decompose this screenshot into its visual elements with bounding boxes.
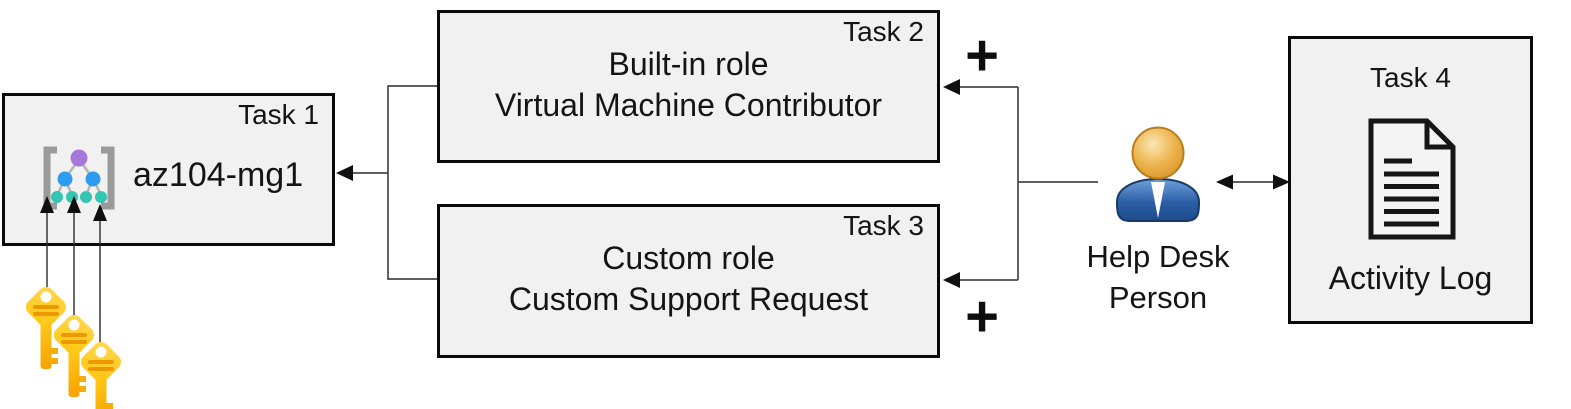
arrowhead-to-task3 bbox=[943, 272, 960, 288]
help-desk-person: Help Desk Person bbox=[1048, 124, 1268, 318]
activity-log-caption: Activity Log bbox=[1328, 260, 1493, 296]
task2-role-name: Virtual Machine Contributor bbox=[494, 86, 883, 123]
task3-role-type: Custom role bbox=[602, 240, 775, 276]
task2-role-text: Built-in role Virtual Machine Contributo… bbox=[440, 11, 937, 158]
task2-label: Task 2 bbox=[843, 16, 924, 47]
arrowhead-to-task1 bbox=[336, 165, 353, 181]
key-icon-3 bbox=[77, 338, 125, 409]
task4-box: Task 4 Activity Log bbox=[1288, 36, 1533, 324]
management-group-icon bbox=[43, 146, 115, 210]
task4-label: Task 4 bbox=[1370, 62, 1451, 93]
person-label: Help Desk Person bbox=[1087, 236, 1230, 318]
person-label-line2: Person bbox=[1108, 280, 1208, 315]
task3-box: Task 3 Custom role Custom Support Reques… bbox=[437, 204, 940, 358]
key-icon-2 bbox=[50, 311, 98, 397]
task3-label: Task 3 bbox=[843, 210, 924, 241]
task2-role-type: Built-in role bbox=[608, 45, 769, 82]
plus-symbol-top: + bbox=[965, 23, 999, 88]
task1-box: Task 1 az104-mg1 bbox=[2, 93, 335, 246]
task1-label: Task 1 bbox=[238, 99, 319, 130]
help-desk-person-icon bbox=[1115, 126, 1201, 222]
bracket-connector-left bbox=[336, 85, 437, 280]
person-label-line1: Help Desk bbox=[1086, 239, 1230, 274]
key-icon-1 bbox=[22, 283, 70, 369]
plus-symbol-bottom: + bbox=[965, 284, 999, 349]
management-group-name: az104-mg1 bbox=[133, 156, 304, 194]
task3-role-name: Custom Support Request bbox=[508, 281, 869, 317]
task2-box: Task 2 Built-in role Virtual Machine Con… bbox=[437, 10, 940, 163]
activity-log-document-icon bbox=[1368, 118, 1455, 240]
task3-role-text: Custom role Custom Support Request bbox=[440, 205, 937, 353]
